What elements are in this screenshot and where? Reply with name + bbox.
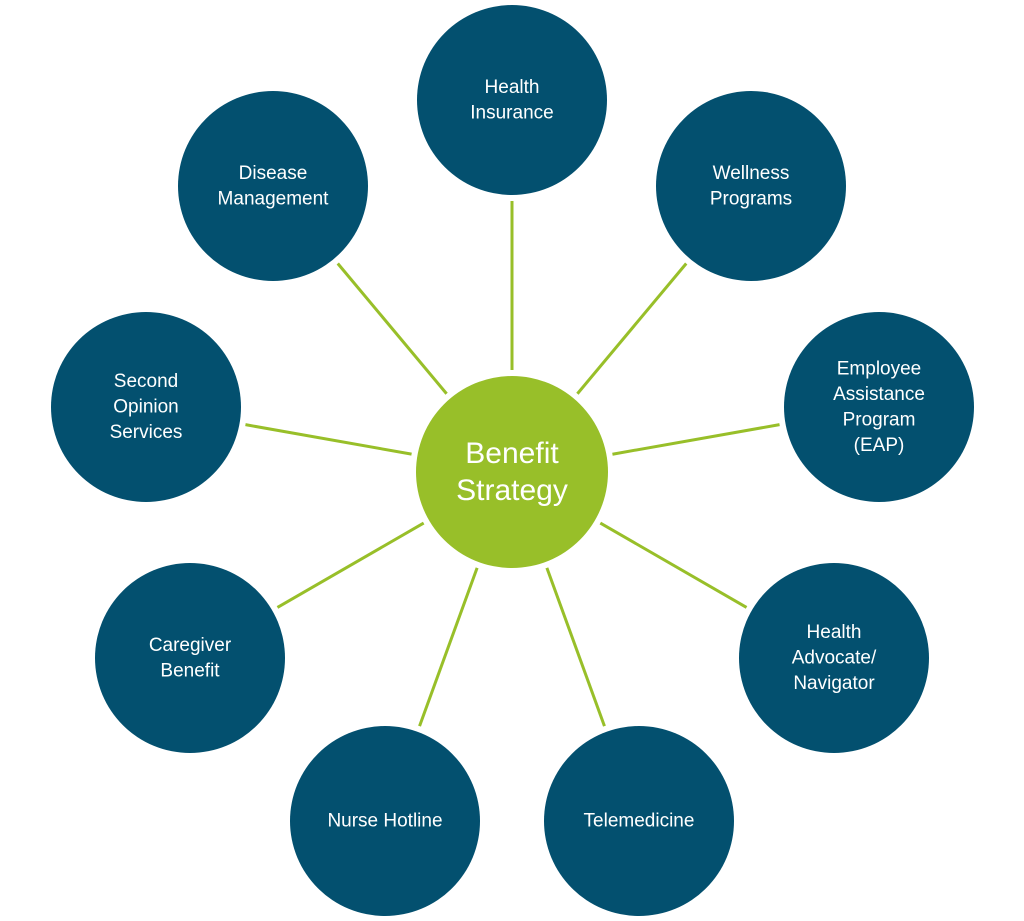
node-circle <box>95 563 285 753</box>
node-label-line: Program <box>843 409 916 430</box>
node-label-line: Health <box>485 77 540 98</box>
node-telemedicine: Telemedicine <box>544 726 734 916</box>
node-label-line: Caregiver <box>149 635 232 656</box>
connectors <box>245 201 780 727</box>
node-label-line: Telemedicine <box>584 811 695 832</box>
node-label-line: Wellness <box>713 163 790 184</box>
node-label-line: Employee <box>837 358 922 379</box>
node-label-line: Navigator <box>793 673 875 694</box>
node-circle <box>417 5 607 195</box>
node-label-line: (EAP) <box>854 435 905 456</box>
connector-second-opinion-services <box>245 423 412 456</box>
node-label-line: Assistance <box>833 384 925 405</box>
node-label-line: Advocate/ <box>792 648 877 669</box>
connector-wellness-programs <box>576 262 688 395</box>
connector-telemedicine <box>545 567 606 727</box>
node-circle <box>784 312 974 502</box>
node-label-line: Opinion <box>113 397 179 418</box>
node-label-line: Nurse Hotline <box>327 811 442 832</box>
connector-disease-management <box>336 262 448 395</box>
node-label-line: Benefit <box>160 660 220 681</box>
node-label-line: Insurance <box>470 102 553 123</box>
node-circle <box>51 312 241 502</box>
node-circle <box>544 726 734 916</box>
center-label-line: Strategy <box>456 474 568 507</box>
connector-nurse-hotline <box>418 567 479 727</box>
connector-caregiver-benefit <box>276 521 425 609</box>
node-circle <box>739 563 929 753</box>
node-circle <box>178 91 368 281</box>
connector-employee-assistance-program <box>612 423 780 456</box>
node-label-line: Services <box>110 422 183 443</box>
node-circle <box>656 91 846 281</box>
node-label-line: Management <box>218 188 330 209</box>
node-circle <box>290 726 480 916</box>
center-label-line: Benefit <box>465 437 559 470</box>
center-circle <box>416 376 608 568</box>
connector-health-advocate-navigator <box>599 521 748 609</box>
node-label-line: Disease <box>239 163 308 184</box>
node-label-line: Programs <box>710 188 792 209</box>
outer-nodes: HealthInsuranceWellnessProgramsEmployeeA… <box>51 5 974 916</box>
node-label-line: Second <box>114 371 178 392</box>
node-label-line: Health <box>807 622 862 643</box>
node-nurse-hotline: Nurse Hotline <box>290 726 480 916</box>
